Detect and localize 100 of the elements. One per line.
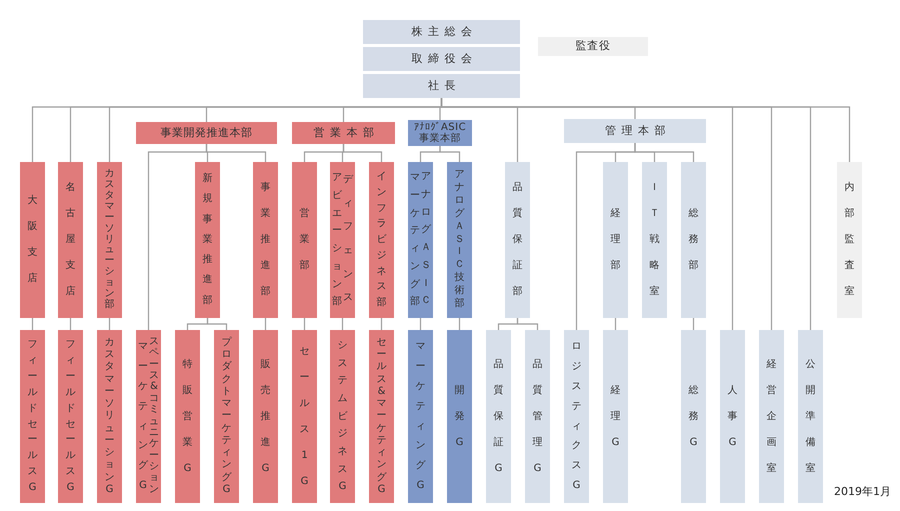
connector-line — [692, 318, 694, 330]
department-name: 総務部 — [688, 207, 698, 273]
department-box — [292, 162, 317, 318]
department-box — [759, 330, 784, 503]
department-name: フィールドセールスG — [28, 338, 38, 496]
division-box — [564, 119, 706, 143]
department-name: セールス&マーケティングG — [376, 336, 386, 496]
department-box — [58, 162, 83, 318]
department-name: セールス1G — [300, 344, 310, 488]
department-name: アナログＡＳＩＣ技術部 — [454, 169, 464, 311]
department-box — [369, 330, 394, 503]
department-name: 人事G — [728, 384, 738, 450]
department-name: 大阪支店 — [28, 194, 38, 286]
department-box — [214, 330, 239, 503]
department-name: カスタマーソリューション部 — [104, 169, 114, 311]
department-box — [447, 162, 472, 318]
connector-line — [516, 318, 538, 330]
division-name: 株主総会 — [411, 26, 478, 38]
department-name: プロダクトマーケティングG — [222, 336, 232, 496]
connector-line — [342, 144, 382, 162]
connector-line — [304, 318, 306, 330]
department-box — [681, 330, 706, 503]
department-box — [505, 162, 530, 318]
department-box — [603, 162, 628, 318]
division-box — [408, 120, 472, 146]
department-name: 総務G — [688, 384, 698, 450]
department-name: 品質保証G — [494, 358, 504, 476]
department-box — [253, 162, 278, 318]
department-box — [20, 330, 45, 503]
department-name: 特販営業G — [182, 358, 192, 476]
department-box — [330, 162, 355, 318]
department-box — [603, 330, 628, 503]
department-name: 名古屋支店 — [66, 181, 76, 299]
department-box — [798, 330, 823, 503]
date-note: 2019年1月 — [834, 484, 891, 499]
connector-line — [439, 146, 460, 162]
connector-line — [342, 318, 344, 330]
division-name: 管理本部 — [604, 124, 671, 138]
department-box — [642, 162, 667, 318]
department-box — [97, 162, 122, 318]
department-box — [837, 162, 862, 318]
department-name: ロジスティクスG — [572, 340, 582, 494]
division-name: 事業開発推進本部 — [160, 126, 253, 140]
department-box — [681, 162, 706, 318]
department-name: 開発G — [454, 384, 464, 450]
department-box — [330, 330, 355, 503]
connector-line — [108, 318, 110, 330]
department-name: 経理G — [610, 384, 620, 450]
department-box — [525, 330, 550, 503]
division-name: ｱﾅﾛｸﾞASIC事業本部 — [412, 122, 468, 144]
department-box — [720, 330, 745, 503]
connector-line — [70, 318, 72, 330]
department-box — [253, 330, 278, 503]
department-box — [408, 162, 433, 318]
department-name: 営業部 — [300, 206, 310, 273]
department-box — [20, 162, 45, 318]
division-name: 取締役会 — [411, 52, 478, 66]
department-name: マーケティングG — [416, 340, 426, 494]
connector-line — [420, 318, 422, 330]
department-name: ＩＴ戦略室 — [650, 181, 660, 299]
department-box — [97, 330, 122, 503]
department-name: カスタマーソリューションG — [104, 336, 114, 496]
department-name: 新規事業推進部 — [202, 172, 212, 308]
department-name: 内部監査室 — [844, 180, 854, 299]
division-name: 営業本部 — [313, 126, 380, 140]
connector-line — [206, 318, 228, 330]
department-name: スペース&コミュニケーション — [149, 336, 159, 496]
division-box — [292, 122, 395, 144]
department-name: 事業推進部 — [260, 180, 270, 299]
department-box — [136, 330, 161, 503]
department-name: システムビジネスG — [338, 338, 348, 494]
division-box — [363, 47, 520, 71]
department-box — [292, 330, 317, 503]
connector-line — [206, 144, 266, 162]
department-box — [369, 162, 394, 318]
connector-line — [458, 318, 460, 330]
department-name: インフラビジネス部 — [376, 170, 386, 310]
department-name: 公開準備室 — [806, 358, 816, 476]
division-name: 監査役 — [576, 40, 610, 53]
division-box — [363, 74, 520, 98]
connector-line — [32, 318, 34, 330]
connector-line — [634, 143, 694, 162]
department-name: 販売推進G — [260, 358, 270, 476]
department-name: 品質保証部 — [512, 181, 522, 299]
department-box — [195, 162, 220, 318]
department-name: 経営企画室 — [766, 358, 776, 476]
department-name: フィールドセールスG — [66, 338, 76, 496]
division-box — [136, 122, 277, 144]
department-box — [486, 330, 511, 503]
department-box — [408, 330, 433, 503]
department-name: 品質管理G — [532, 358, 542, 476]
division-name: 社長 — [428, 80, 461, 92]
connector-line — [614, 318, 616, 330]
department-box — [58, 330, 83, 503]
connector-line — [380, 318, 382, 330]
department-box — [447, 330, 472, 503]
department-box — [175, 330, 200, 503]
department-name: アナログＡＳＩＣ — [421, 170, 431, 308]
department-name: 経理部 — [610, 207, 620, 273]
department-name: マーケティング部 — [410, 171, 420, 310]
